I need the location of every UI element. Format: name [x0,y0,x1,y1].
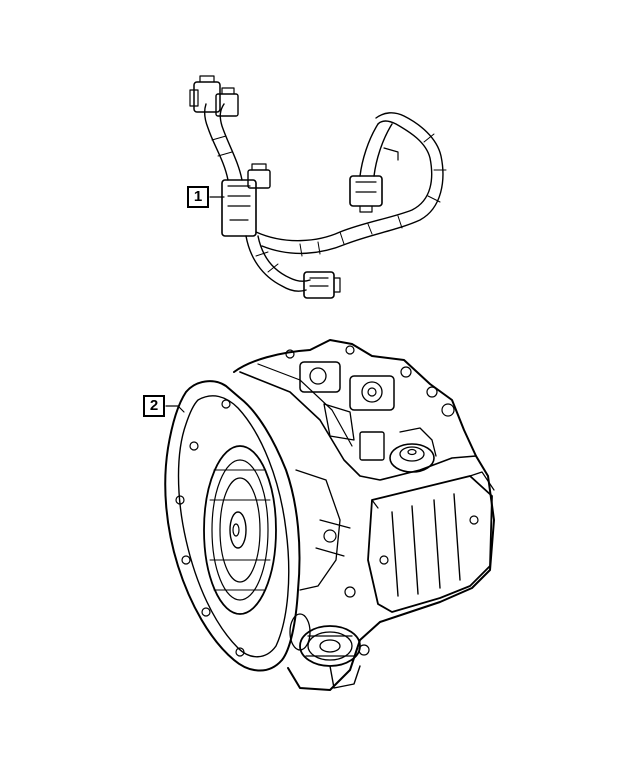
leader-line-2 [165,405,185,413]
wiring-harness [189,75,447,299]
dipstick-cap [389,443,435,473]
callout-2: 2 [143,395,165,417]
harness-main-tube [255,120,433,242]
side-pan [367,475,493,613]
transmission-assembly [164,339,495,691]
harness-connector-right [349,175,383,207]
callout-1: 1 [187,186,209,208]
torque-converter [203,445,277,615]
bell-housing [164,380,301,672]
harness-connector-block [221,179,257,237]
harness-connector-bottom [303,271,335,299]
transmission-case [233,339,495,691]
